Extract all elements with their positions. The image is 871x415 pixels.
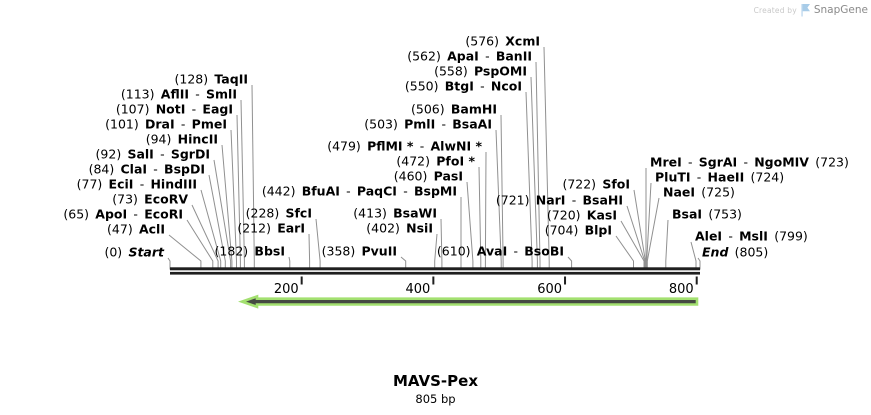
feature-arrow-reverse [238, 294, 699, 309]
restriction-site-label: (212) EarI [237, 221, 305, 236]
restriction-site-label: (442) BfuAI - PaqCI - BspMI [262, 184, 457, 199]
site-leader-line [434, 233, 438, 270]
axis-tick-label: 400 [406, 282, 431, 297]
created-by-text: Created by [753, 5, 797, 15]
site-leader-line [236, 114, 241, 270]
site-leader-line [191, 204, 219, 270]
restriction-site-label: (472) PfoI * [396, 154, 475, 169]
restriction-site-label: BsaI (753) [672, 207, 742, 222]
restriction-site-label: AleI - MslI (799) [695, 229, 808, 244]
site-leader-line [240, 99, 245, 270]
site-leader-line [308, 233, 311, 270]
restriction-site-label: (722) SfoI [562, 177, 630, 192]
restriction-site-label: (562) ApaI - BanII [407, 49, 532, 64]
site-leader-line [186, 219, 214, 270]
restriction-site-label: (503) PmlI - BsaAI [364, 117, 492, 132]
restriction-site-label: (413) BsaWI [353, 206, 437, 221]
site-leader-line [543, 46, 550, 270]
site-leader-line [208, 174, 226, 270]
restriction-site-label: (65) ApoI - EcoRI [63, 207, 183, 222]
site-leader-line [615, 235, 634, 270]
restriction-site-label: (558) PspOMI [434, 64, 527, 79]
site-leader-line [697, 257, 701, 270]
axis-tick-label: 600 [537, 282, 562, 297]
site-leader-line [567, 256, 573, 270]
sequence-length: 805 bp [415, 392, 456, 406]
site-leader-line [221, 144, 233, 270]
site-leader-line [288, 256, 291, 270]
restriction-site-label: NaeI (725) [663, 185, 735, 200]
site-leader-line [400, 256, 407, 270]
site-leader-line [167, 257, 171, 270]
axis-tick-label: 200 [274, 282, 299, 297]
snapgene-flag-icon [801, 4, 810, 17]
restriction-site-label: (721) NarI - BsaHI [496, 193, 623, 208]
restriction-site-label: (47) AclI [107, 222, 165, 237]
site-leader-line [478, 166, 482, 270]
sequence-name: MAVS-Pex [393, 372, 478, 390]
restriction-site-label: (550) BtgI - NcoI [405, 79, 522, 94]
restriction-site-label: (704) BlpI [545, 223, 612, 238]
restriction-site-label: (358) PvuII [322, 244, 397, 259]
restriction-site-label: (182) BbsI [215, 244, 285, 259]
restriction-site-label: (460) PasI [394, 169, 463, 184]
restriction-site-label: (610) AvaI - BsoBI [437, 244, 564, 259]
map-title-block: MAVS-Pex 805 bp [0, 372, 871, 406]
site-leader-line [213, 159, 232, 270]
axis-tick-label: 800 [669, 282, 694, 297]
restriction-site-label: (576) XcmI [465, 34, 540, 49]
restriction-site-label: (101) DraI - PmeI [105, 117, 227, 132]
site-leader-line [626, 205, 646, 270]
restriction-site-label: MreI - SgrAI - NgoMIV (723) [650, 155, 849, 170]
restriction-site-label: (84) ClaI - BspDI [89, 162, 205, 177]
site-leader-line [665, 219, 669, 270]
restriction-site-label: (128) TaqII [175, 72, 248, 87]
credit-line: Created by SnapGene [754, 3, 868, 17]
restriction-site-label: (402) NsiI [366, 221, 433, 236]
site-leader-line [251, 84, 255, 270]
site-leader-line [646, 197, 660, 270]
site-leader-line [440, 218, 443, 270]
site-leader-line [500, 114, 504, 270]
restriction-site-label: (92) SalI - SgrDI [96, 147, 210, 162]
restriction-site-label: (720) KasI [547, 208, 617, 223]
site-leader-line [495, 129, 502, 270]
site-leader-line [315, 218, 321, 270]
site-leader-line [633, 189, 646, 270]
site-leader-line [168, 234, 202, 270]
restriction-site-label: (228) SfcI [246, 206, 312, 221]
restriction-site-label: (107) NotI - EagI [116, 102, 233, 117]
restriction-site-label: PluTI - HaeII (724) [655, 170, 784, 185]
site-leader-line [230, 129, 237, 270]
site-leader-line [530, 76, 538, 270]
site-leader-line [620, 220, 645, 270]
restriction-site-label: (506) BamHI [411, 102, 497, 117]
sequence-axis-top-strand [170, 267, 700, 271]
restriction-site-label: (479) PflMI * - AlwNI * [327, 139, 482, 154]
site-leader-line [535, 61, 541, 270]
site-leader-line [466, 181, 474, 270]
site-leader-line [690, 241, 697, 270]
restriction-site-label: (0) Start [104, 245, 165, 260]
restriction-site-label: (73) EcoRV [112, 192, 188, 207]
site-leader-line [200, 189, 222, 270]
site-leader-line [525, 91, 533, 270]
restriction-site-label: (77) EciI - HindIII [77, 177, 197, 192]
site-leader-line [484, 151, 487, 270]
restriction-site-label: End (805) [702, 245, 768, 260]
brand-text: SnapGene [813, 4, 868, 16]
sequence-axis-bottom-strand [170, 271, 700, 275]
restriction-site-label: (94) HincII [146, 132, 218, 147]
site-leader-line [646, 182, 652, 270]
restriction-site-label: (113) AflII - SmlI [121, 87, 237, 102]
